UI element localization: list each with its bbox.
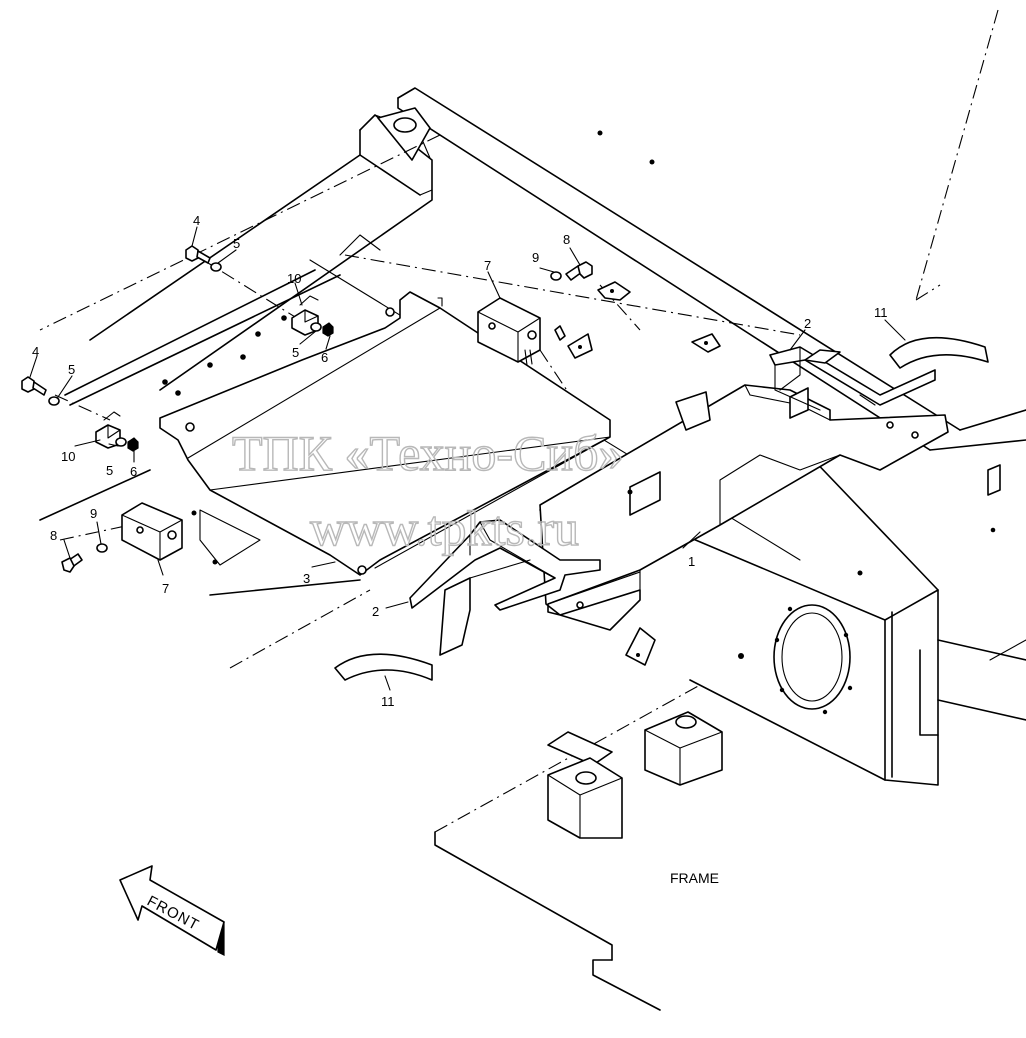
- leader-lines: [29, 226, 906, 691]
- frame-label: FRAME: [670, 870, 719, 886]
- callout-3: 3: [303, 571, 310, 586]
- grommet-upper: [889, 336, 989, 369]
- callout-11-lower: 11: [381, 694, 395, 709]
- callout-5-a: 5: [233, 236, 240, 251]
- callout-numbers: 1 2 2 3 4 4 5 5 5 5 6 6 7 7 8 8 9 9 10 1…: [32, 213, 888, 709]
- front-arrow: FRONT: [119, 865, 225, 956]
- callout-2-upper: 2: [804, 316, 811, 331]
- callout-4-upper: 4: [193, 213, 200, 228]
- callout-4-lower: 4: [32, 344, 39, 359]
- callout-8-lower: 8: [50, 528, 57, 543]
- watermark: ТПК «Техно-Сиб» www.tpkts.ru: [231, 424, 624, 556]
- grommet-lower: [334, 653, 433, 681]
- watermark-line1: ТПК «Техно-Сиб»: [232, 425, 624, 481]
- bolt-8-lower: [61, 553, 83, 573]
- seal-channel-upper: [769, 346, 936, 411]
- seal-channel-lower: [409, 519, 601, 656]
- callout-5-c: 5: [292, 345, 299, 360]
- callout-2-lower: 2: [372, 604, 379, 619]
- callout-5-b: 5: [68, 362, 75, 377]
- callout-11-upper: 11: [874, 305, 888, 320]
- bolt-4-lower: [21, 376, 47, 396]
- bracket-frame: [539, 384, 949, 631]
- callout-10-upper: 10: [287, 271, 301, 286]
- bolt-8-upper: [565, 261, 593, 281]
- callout-9-upper: 9: [532, 250, 539, 265]
- callout-8-upper: 8: [563, 232, 570, 247]
- callout-10-lower: 10: [61, 449, 75, 464]
- under-cover-plate: [159, 291, 611, 576]
- rubber-mount-lower: [121, 502, 183, 561]
- watermark-line2: www.tpkts.ru: [310, 500, 579, 556]
- bolt-4-upper: [185, 245, 211, 264]
- callout-7-upper: 7: [484, 258, 491, 273]
- upper-frame-plate: [397, 87, 1026, 451]
- rear-cross-beam: [89, 107, 433, 391]
- callout-6-a: 6: [321, 350, 328, 365]
- lower-frame: [434, 684, 723, 1011]
- callout-6-b: 6: [130, 464, 137, 479]
- callout-9-lower: 9: [90, 506, 97, 521]
- callout-1: 1: [688, 554, 695, 569]
- callout-7-lower: 7: [162, 581, 169, 596]
- small-brackets: [554, 281, 721, 666]
- callout-5-d: 5: [106, 463, 113, 478]
